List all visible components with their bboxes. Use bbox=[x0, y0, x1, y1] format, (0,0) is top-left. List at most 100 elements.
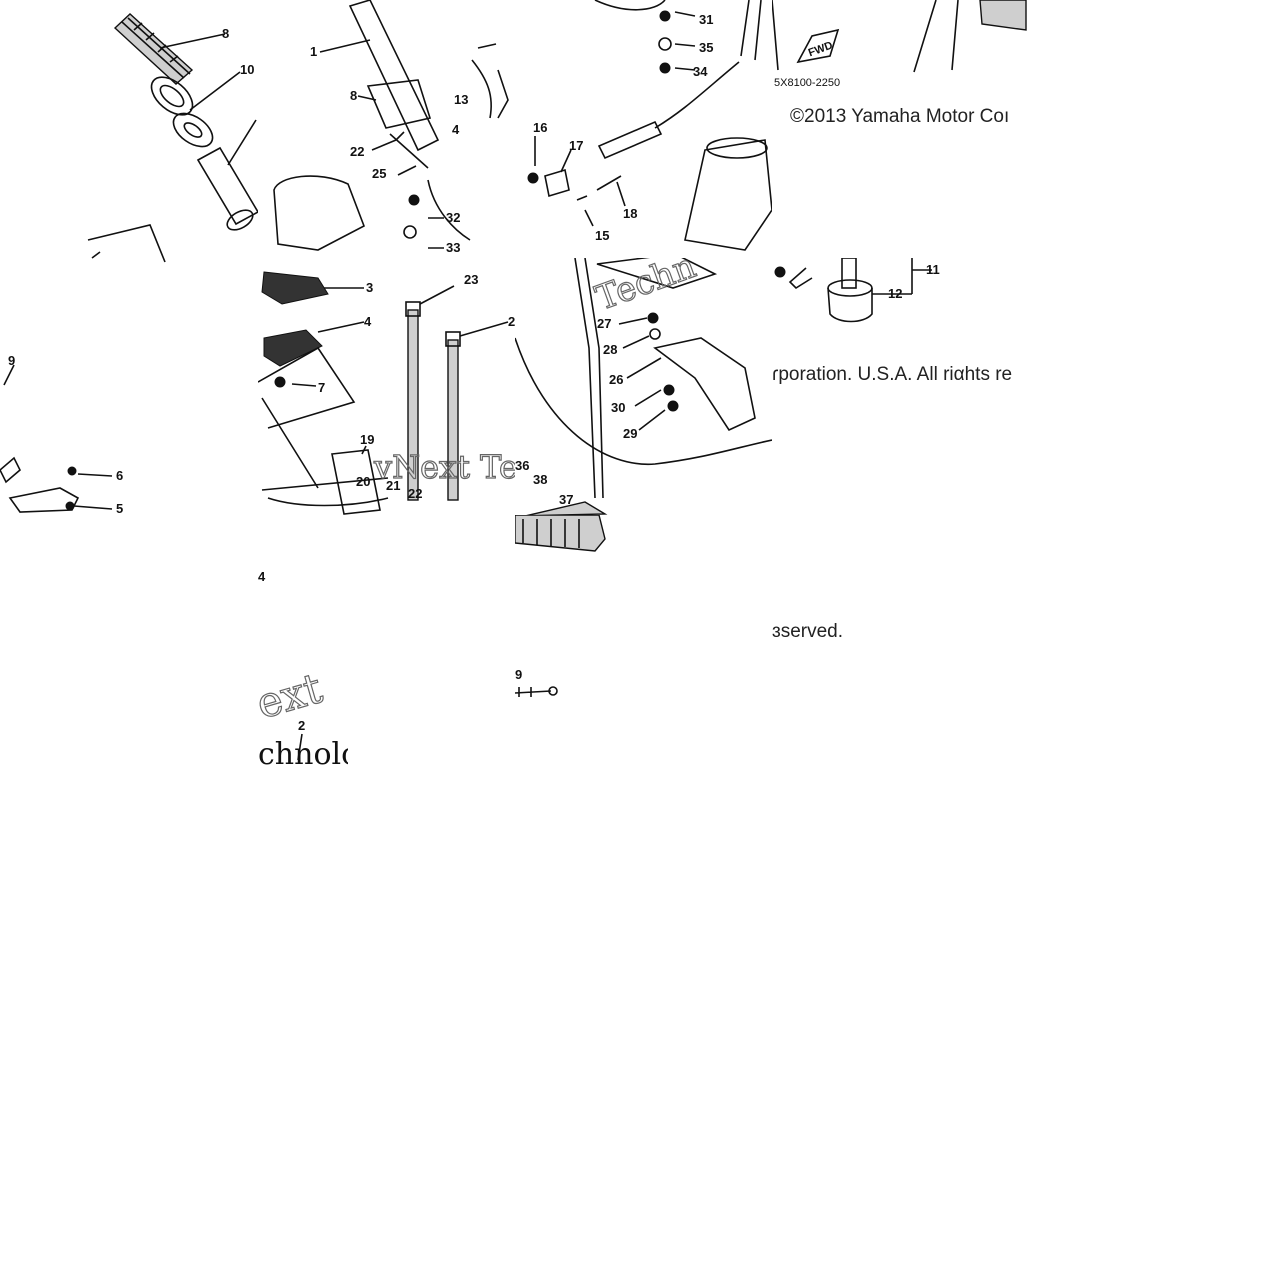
lower-clamp-part bbox=[263, 329, 323, 367]
guard-part bbox=[273, 175, 366, 251]
grip-assembly-drawing: 8 10 9 6 5 bbox=[0, 13, 258, 515]
callout-label: 31 bbox=[699, 12, 713, 27]
clamps-drawing: 3 4 7 23 2 19 20 21 22 vNext Te bbox=[258, 271, 515, 515]
callout-label: 23 bbox=[464, 272, 478, 287]
cable-end-icon bbox=[548, 686, 558, 696]
diagram-tile-grip-lower bbox=[515, 515, 610, 555]
callout-label: 5 bbox=[116, 501, 123, 515]
switch-housing-outline bbox=[87, 224, 166, 263]
cable-tie-part bbox=[445, 331, 461, 501]
callout-label: 29 bbox=[623, 426, 637, 441]
callout-label: 9 bbox=[8, 353, 15, 368]
clamp-part bbox=[0, 456, 80, 513]
nut-icon bbox=[667, 400, 679, 412]
bolt-icon bbox=[274, 376, 286, 388]
screw-part bbox=[576, 175, 622, 201]
lever-holder-part bbox=[653, 337, 756, 432]
diagram-tile-clamps: 3 4 7 23 2 19 20 21 22 vNext Te bbox=[258, 258, 515, 515]
callout-label: 4 bbox=[452, 122, 460, 137]
washer-icon bbox=[649, 328, 661, 340]
callout-label: 25 bbox=[372, 166, 386, 181]
diagram-tile-fragment-a: 4 bbox=[258, 565, 278, 589]
callout-label: 15 bbox=[595, 228, 609, 243]
callout-label: 26 bbox=[609, 372, 623, 387]
callout-label: 6 bbox=[116, 468, 123, 483]
switch-body-part bbox=[366, 79, 432, 129]
housing-outline bbox=[594, 0, 666, 11]
bolt-icon bbox=[647, 312, 659, 324]
nut-icon bbox=[659, 10, 671, 22]
bracket-part bbox=[544, 168, 570, 198]
callout-label: 9 bbox=[515, 667, 522, 682]
callout-label: 10 bbox=[240, 62, 254, 77]
throttle-housing-opening bbox=[706, 137, 768, 159]
grip-end-part bbox=[979, 0, 1027, 31]
diagram-tile-lever: Techn 27 28 26 30 29 36 38 37 bbox=[515, 258, 772, 515]
fwd-arrow-badge: FWD bbox=[796, 28, 840, 64]
diagram-tile-fragment-b: ext 2 chnolo bbox=[258, 660, 348, 775]
washer-icon bbox=[658, 37, 672, 51]
handlebar-grip-part bbox=[113, 13, 194, 116]
lever-end-drawing: 11 12 bbox=[774, 258, 940, 323]
callout-label: 33 bbox=[446, 240, 460, 255]
callout-label: 22 bbox=[350, 144, 364, 159]
switch-stem-part bbox=[841, 258, 857, 289]
switch-body-part bbox=[596, 258, 718, 289]
bolt-part bbox=[788, 267, 813, 290]
callout-label: 20 bbox=[356, 474, 370, 489]
handlebar-drawing: 1 8 13 4 22 25 32 33 bbox=[273, 0, 509, 255]
washer-icon bbox=[403, 225, 417, 239]
callout-label: 21 bbox=[386, 478, 400, 493]
callout-label: 22 bbox=[408, 486, 422, 501]
copyright-line-2: ɾporation. U.S.A. All riαhts re bbox=[772, 364, 1013, 385]
diagram-tile-partcode: FWD 5X8100-2250 bbox=[772, 0, 1029, 100]
callout-label: 32 bbox=[446, 210, 460, 225]
nut-icon bbox=[527, 172, 539, 184]
fragment-drawing: 4 bbox=[258, 569, 266, 584]
part-code-label: 5X8100-2250 bbox=[774, 77, 840, 89]
callout-label: 4 bbox=[364, 314, 372, 329]
cable-tie-part bbox=[405, 301, 421, 501]
callout-label: 35 bbox=[699, 40, 713, 55]
nut-icon bbox=[659, 62, 671, 74]
throttle-tube-part bbox=[196, 146, 258, 231]
throttle-housing-part bbox=[684, 139, 772, 251]
callout-label: 38 bbox=[533, 472, 547, 487]
callout-label: 34 bbox=[693, 64, 708, 79]
bolt-icon bbox=[663, 384, 675, 396]
cable-part bbox=[471, 43, 509, 119]
callout-label: 19 bbox=[360, 432, 374, 447]
callout-label: 3 bbox=[366, 280, 373, 295]
throttle-cable-part bbox=[654, 0, 762, 129]
callout-label: 16 bbox=[533, 120, 547, 135]
callout-label: 7 bbox=[318, 380, 325, 395]
cable-part bbox=[515, 337, 772, 466]
callout-label: 37 bbox=[559, 492, 573, 507]
cable-upper-drawing: 31 35 34 16 17 18 15 bbox=[527, 0, 772, 251]
callout-label: 27 bbox=[597, 316, 611, 331]
upper-clamp-part bbox=[261, 271, 329, 305]
cable-part bbox=[261, 397, 389, 507]
partcode-drawing: FWD 5X8100-2250 bbox=[772, 0, 1027, 89]
adjuster-part bbox=[597, 120, 663, 160]
kill-switch-part bbox=[827, 287, 873, 323]
diagram-tile-lever-end: 11 12 bbox=[772, 258, 1029, 338]
screw-icon bbox=[65, 501, 75, 511]
grip-lower-drawing bbox=[515, 515, 606, 552]
fragment-drawing: 9 bbox=[515, 667, 558, 697]
diagram-tile-cable-upper: 31 35 34 16 17 18 15 bbox=[515, 0, 772, 258]
cable-part bbox=[427, 179, 471, 241]
callout-label: 4 bbox=[258, 569, 266, 584]
diagram-tile-handlebar: 1 8 13 4 22 25 32 33 bbox=[258, 0, 515, 258]
callout-label: 8 bbox=[222, 26, 229, 41]
callout-label: 28 bbox=[603, 342, 617, 357]
grip-part bbox=[515, 515, 606, 552]
watermark-text: chnolo bbox=[258, 737, 348, 772]
watermark-fragment-drawing: ext 2 chnolo bbox=[258, 663, 348, 772]
diagram-tile-fragment-c: 9 bbox=[515, 665, 560, 705]
callout-label: 8 bbox=[350, 88, 357, 103]
watermark-text: ext bbox=[258, 663, 328, 728]
nut-icon bbox=[408, 194, 420, 206]
callout-label: 36 bbox=[515, 458, 529, 473]
handlebar-part bbox=[348, 0, 440, 152]
